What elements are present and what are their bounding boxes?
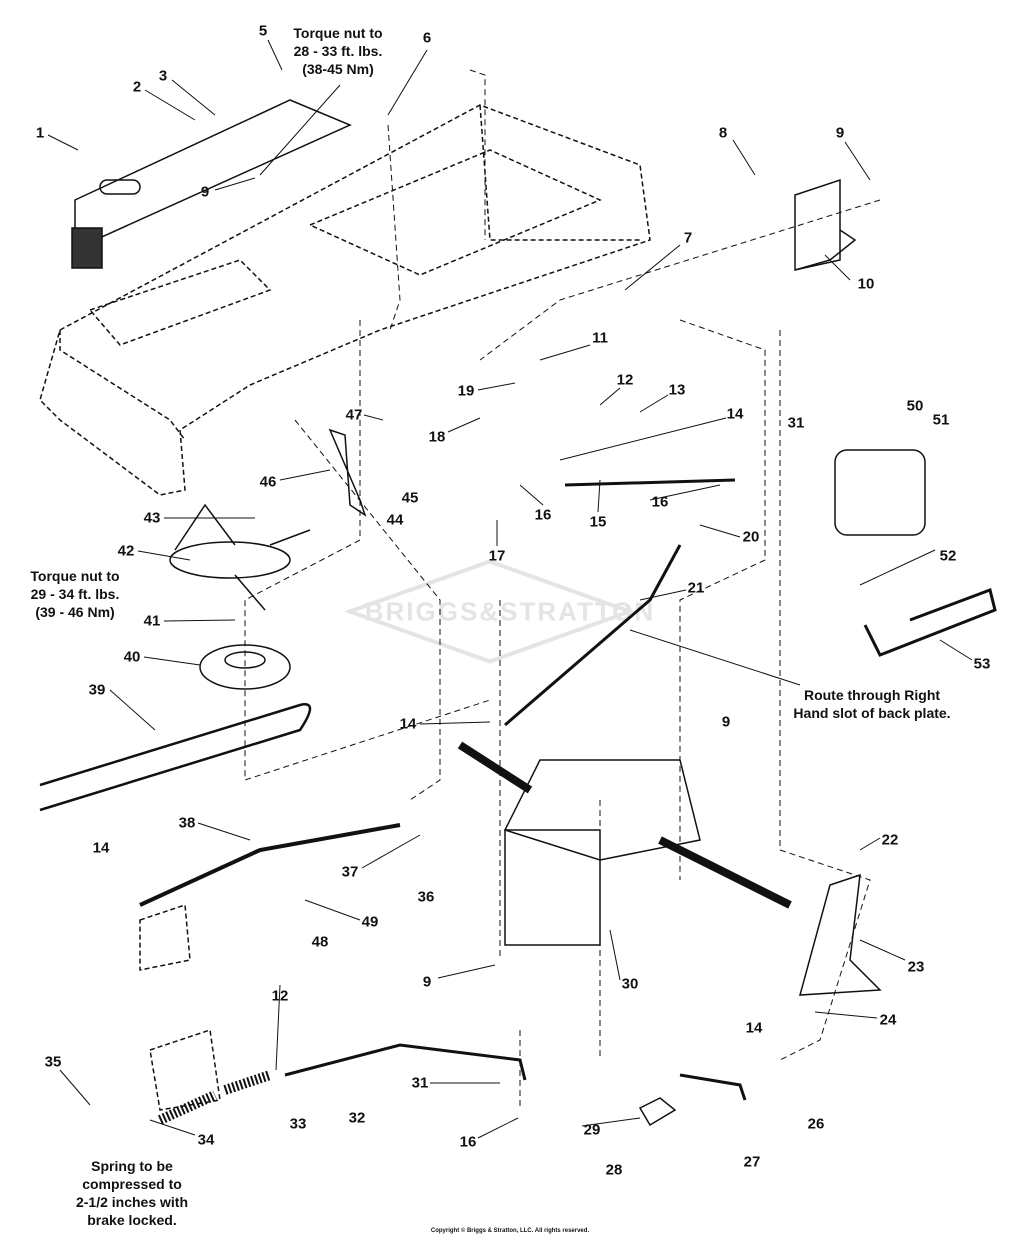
pulley — [199, 644, 291, 690]
note-line: Torque nut to — [30, 568, 120, 584]
note-line: Route through Right — [803, 687, 941, 703]
part-label-44: 44 — [386, 511, 404, 529]
part-label-12: 12 — [616, 371, 634, 389]
part-label-31: 31 — [787, 414, 805, 432]
part-label-26: 26 — [807, 1115, 825, 1133]
part-label-42: 42 — [117, 542, 135, 560]
part-label-13: 13 — [668, 381, 686, 399]
part-label-7: 7 — [683, 229, 693, 247]
part-label-3: 3 — [158, 67, 168, 85]
part-label-41: 41 — [143, 612, 161, 630]
part-label-22: 22 — [881, 831, 899, 849]
part-label-30: 30 — [621, 975, 639, 993]
note-line: Hand slot of back plate. — [793, 705, 951, 721]
part-label-34: 34 — [197, 1131, 215, 1149]
note-line: 28 - 33 ft. lbs. — [293, 43, 383, 59]
part-label-39: 39 — [88, 681, 106, 699]
part-label-43: 43 — [143, 509, 161, 527]
torque-note-top: Torque nut to 28 - 33 ft. lbs. (38-45 Nm… — [293, 24, 382, 78]
note-line: 2-1/2 inches with — [75, 1194, 189, 1210]
part-label-18: 18 — [428, 428, 446, 446]
hose — [863, 588, 997, 657]
part-label-14: 14 — [92, 839, 110, 857]
part-label-2: 2 — [132, 78, 142, 96]
part-label-33: 33 — [289, 1115, 307, 1133]
part-label-16: 16 — [459, 1133, 477, 1151]
part-label-52: 52 — [939, 547, 957, 565]
part-label-27: 27 — [743, 1153, 761, 1171]
lever-29 — [638, 1097, 677, 1127]
spring — [157, 1070, 272, 1125]
part-label-47: 47 — [345, 406, 363, 424]
spring-note: Spring to be compressed to 2-1/2 inches … — [76, 1157, 188, 1229]
part-label-40: 40 — [123, 648, 141, 666]
part-label-9: 9 — [721, 713, 731, 731]
part-label-17: 17 — [488, 547, 506, 565]
note-line: (38-45 Nm) — [302, 61, 374, 77]
part-label-51: 51 — [932, 411, 950, 429]
note-line: 29 - 34 ft. lbs. — [30, 586, 120, 602]
briggs-stratton-watermark: BRIGGS&STRATTON — [344, 559, 655, 664]
tractor-frame — [39, 104, 651, 496]
torque-note-left: Torque nut to 29 - 34 ft. lbs. (39 - 46 … — [30, 567, 119, 621]
part-label-1: 1 — [35, 124, 45, 142]
part-label-16: 16 — [651, 493, 669, 511]
back-plate — [71, 99, 352, 269]
copyright: Copyright © Briggs & Stratton, LLC. All … — [430, 1228, 590, 1234]
brake-rod — [139, 823, 401, 907]
bracket-23 — [799, 873, 882, 996]
part-label-14: 14 — [726, 405, 744, 423]
bracket — [794, 178, 841, 271]
part-label-9: 9 — [200, 183, 210, 201]
note-line: brake locked. — [87, 1212, 177, 1228]
part-label-5: 5 — [258, 22, 268, 40]
part-label-11: 11 — [592, 329, 608, 347]
part-label-53: 53 — [973, 655, 991, 673]
part-label-32: 32 — [348, 1109, 366, 1127]
part-label-28: 28 — [605, 1161, 623, 1179]
part-label-21: 21 — [687, 579, 705, 597]
part-label-15: 15 — [589, 513, 607, 531]
part-label-9: 9 — [422, 973, 432, 991]
fan-blade — [169, 503, 311, 611]
part-label-49: 49 — [361, 913, 379, 931]
part-label-45: 45 — [401, 489, 419, 507]
part-label-9: 9 — [835, 124, 845, 142]
part-label-12: 12 — [271, 987, 289, 1005]
transaxle — [457, 741, 792, 946]
note-line: compressed to — [82, 1176, 182, 1192]
part-label-16: 16 — [534, 506, 552, 524]
v-belt — [39, 703, 312, 812]
part-label-50: 50 — [906, 397, 924, 415]
part-label-6: 6 — [422, 29, 432, 47]
part-label-20: 20 — [742, 528, 760, 546]
part-label-37: 37 — [341, 863, 359, 881]
part-label-31: 31 — [411, 1074, 429, 1092]
part-label-14: 14 — [399, 715, 417, 733]
note-line: Spring to be — [91, 1158, 173, 1174]
brake-rod-32 — [284, 1043, 527, 1081]
part-label-8: 8 — [718, 124, 728, 142]
fuel-tank — [834, 449, 926, 536]
part-label-23: 23 — [907, 958, 925, 976]
part-label-48: 48 — [311, 933, 329, 951]
watermark-logo-outline — [344, 559, 635, 664]
part-label-24: 24 — [879, 1011, 897, 1029]
shift-rod — [504, 544, 682, 727]
note-line: (39 - 46 Nm) — [35, 604, 115, 620]
note-line: Torque nut to — [293, 25, 383, 41]
part-label-36: 36 — [417, 888, 435, 906]
part-label-29: 29 — [583, 1121, 601, 1139]
part-label-14: 14 — [745, 1019, 763, 1037]
part-label-46: 46 — [259, 473, 277, 491]
part-label-19: 19 — [457, 382, 475, 400]
bracket-46 — [328, 428, 367, 517]
part-label-38: 38 — [178, 814, 196, 832]
route-note: Route through Right Hand slot of back pl… — [793, 686, 950, 722]
part-label-10: 10 — [857, 275, 875, 293]
part-label-35: 35 — [44, 1053, 62, 1071]
